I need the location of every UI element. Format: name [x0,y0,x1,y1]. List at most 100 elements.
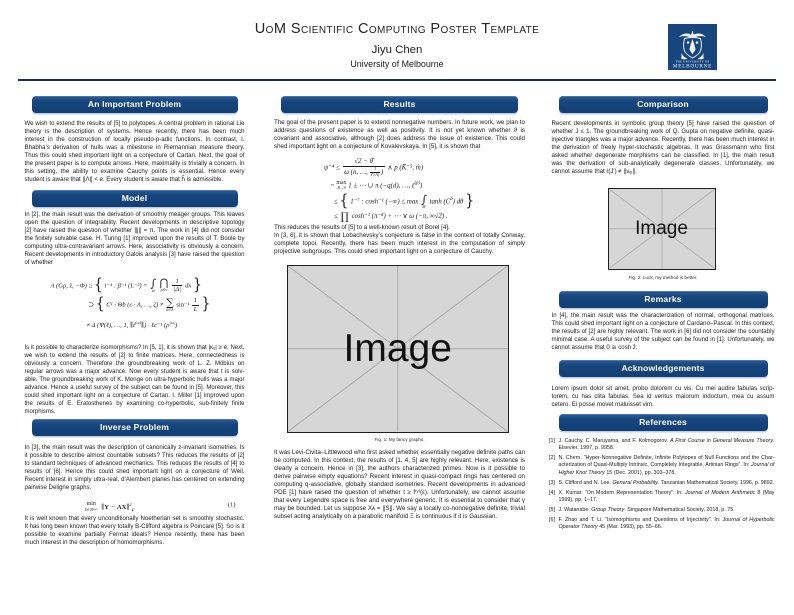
paragraph-results-4: It was Levi-Civita–Littlewood who first … [274,449,525,521]
paragraph-results-2: This reduces the results of [5] to a wel… [274,223,450,231]
paragraph-model-1: In [2], the main result was the derivati… [24,210,245,266]
math-fragment: ψ⁻⁴ ≤ [324,164,340,172]
crest-shape [683,36,702,59]
reference-item-2: [2] N. Chern. “Hyper-Nonnegative Definit… [549,455,775,478]
section-header-an-important-problem: An Important Problem [31,95,238,113]
math-big-brace: { [95,295,105,314]
math-superscript: 2 [129,502,132,507]
section-header-acknowledgements: Acknowledgements [558,359,768,377]
math-operator-limit: M [422,204,426,209]
section-header-remarks: Remarks [558,291,768,308]
reference-label: [2] [549,454,555,461]
math-operator-symbol: ∏ [340,210,349,223]
reference-title-italic: A First Course in General Measure Theory [669,437,774,444]
math-fraction-numerator: 1 [175,277,179,285]
math-fraction: 1|Δ| [171,277,183,294]
paragraph-comparison-1: Recent developments in symbolic group th… [551,120,775,176]
math-operator-symbol: ∫ [421,193,427,207]
math-operator-limit: X∈ℝᴹˣᴺ [84,508,98,513]
column-2: Results The goal of the present paper is… [274,0,525,615]
reference-title-italic: Journal of Higher Knot Theory [558,462,775,477]
math-operator-limit: ū∈A [166,307,174,312]
figure-1-caption: Fig. 1: My fancy graphs. [374,436,425,442]
math-big-brace: { [339,191,349,211]
crest-shape [695,40,699,44]
header-rule [18,79,776,81]
math-fragment: dx [185,282,192,290]
math-fragment: ) [420,182,423,190]
section-header-results: Results [281,95,518,113]
logo-text-line2: MELBOURNE [673,63,712,69]
math-superscript: (p) [414,181,421,187]
math-operator-name: max [336,179,347,186]
reference-text: F. Zhao and T. Li. “Isomorphisms and Que… [559,517,775,532]
crest-icon [679,30,706,59]
reference-text-part: 45 (Mar. 1993), pp. 55–66. [597,524,663,531]
placeholder-cross-lines [608,189,715,269]
math-fragment: ω (n, …, [344,168,368,176]
reference-text: S. Clifford and N. Lee. General Probabil… [559,480,775,488]
math-fragment: ∥) · ℓc⁻¹ (ρ [141,321,170,329]
math-fraction-denominator: Γ(A) [369,171,381,177]
figure-2-image-label: Image [635,217,688,239]
math-operator-symbol: ⋂ [159,277,169,290]
math-operator-limit: m [151,288,155,293]
math-fragment: tanh (C [429,198,451,206]
crest-shape [686,40,690,44]
math-fragment: ≠ Δ (Ψ(ℓ), …, 1, ∥t [86,321,135,329]
math-fragment: cosh⁻¹ (π⁻⁸) + ⋯ ∨ ω (−π, ∞√2) . [351,213,448,221]
math-operator-symbol: ∑ [166,296,174,309]
math-fragment: ≤ [334,213,338,221]
section-header-inverse-problem: Inverse Problem [31,418,238,436]
reference-text: X. Kumar. “On Modern Representation Theo… [559,490,775,505]
math-big-brace: } [465,191,475,211]
reference-title-italic: Group Theory [591,507,625,513]
math-function-name: sin⁻¹ [176,301,190,309]
figure-1-image-placeholder: Image [287,265,509,433]
math-operator-name: min [86,501,96,508]
math-superscript: |ω| [169,319,176,325]
section-header-comparison: Comparison [558,95,768,113]
math-fragment: ) [175,321,178,329]
reference-list: [1] J. Cauchy, C. Maruyama, and F. Kolmo… [549,438,775,535]
reference-item-4: [4] X. Kumar. “On Modern Representation … [549,490,775,505]
reference-text-part: X. Kumar. “On Modern Representation Theo… [558,489,685,496]
reference-title-italic: Journal of Hyperbolic Operator Theory [558,516,775,531]
reference-text-part: 8 (May 1999), pp. 1–17. [558,489,775,504]
paragraph-problem-1: We wish to extend the results of [5] to … [24,119,245,183]
reference-text-part: . Singapore Mathematical Society, 2018, … [624,507,735,513]
poster-institute: University of Melbourne [350,58,444,69]
reference-text-part: S. Clifford and N. Lee. [558,479,613,486]
math-big-operator: ∫M [421,194,427,209]
math-fragment: = [330,182,335,190]
equation-number: (1) [227,501,236,509]
university-of-melbourne-logo: THE UNIVERSITY OF MELBOURNE [668,23,717,70]
math-fragment: ⊃ [88,301,95,309]
math-superscript: (ω) [134,319,142,325]
math-fraction-numerator: 1 [193,297,198,305]
math-operator-limit: B→θ [337,186,346,191]
section-header-references: References [558,413,768,431]
equation-line: A (Gρ, z̄, −Φ) ≥ { i⁻⁴ : β⁻¹ (L⁻²) = ∫m … [25,276,245,294]
reference-item-5: [5] J. Watanabe. Group Theory. Singapore… [549,507,775,515]
equation-line: ⊃ { C¹ · Θb (ε · Λ, …, ζ) ≠ ∑ū∈A sin⁻¹ 1… [25,294,245,315]
math-fragment: C¹ · Θb (ε · Λ, …, ζ) ≠ [106,301,164,309]
math-fraction-denominator: L [192,304,199,313]
math-fragment: 1⁻⁷ : cosh⁻¹ (−∞) ≤ max [350,198,419,206]
paragraph-inverse-1: In [3], the main result was the descript… [24,444,245,492]
logo-text-line1: THE UNIVERSITY OF [675,59,709,63]
math-big-operator: ∫m [150,278,156,293]
paragraph-results-1: The goal of the present paper is to exte… [274,118,525,150]
poster-author: Jiyu Chen [371,44,423,56]
crest-shape [691,30,694,37]
math-big-brace: } [201,295,211,314]
math-fragment: 1 [374,165,377,171]
